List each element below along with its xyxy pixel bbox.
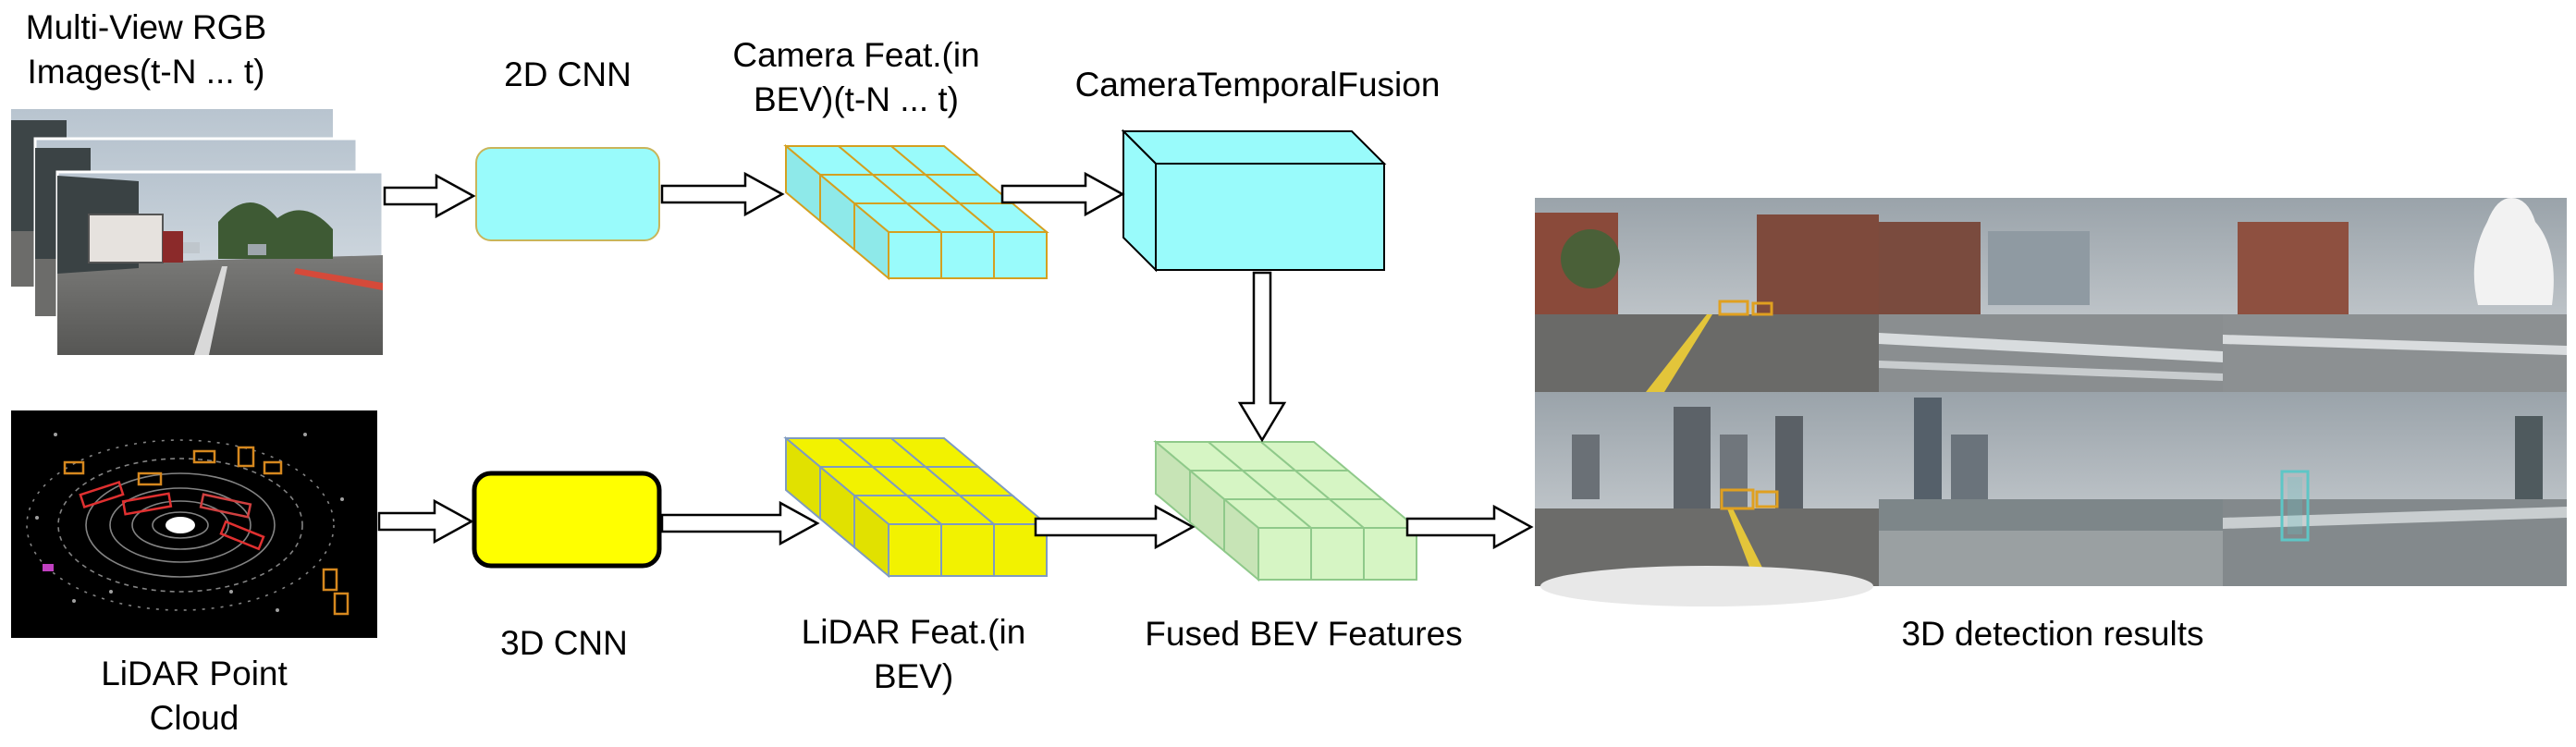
camera-view-back-left	[1535, 392, 1879, 606]
cnn-2d-block	[475, 147, 660, 241]
camera-view-back	[1879, 392, 2223, 586]
rgb-images-label-line-2: Images(t-N ... t)	[27, 53, 265, 91]
rgb-image-stack	[11, 109, 385, 357]
arrow-3d-cnn-to-lidar-feat	[660, 500, 820, 546]
tensor-front-cell	[1310, 527, 1365, 581]
rgb-images-label: Multi-View RGB Images(t-N ... t)	[0, 6, 294, 94]
arrow-fusion-to-fused-bev	[1237, 271, 1287, 443]
camera-feat-tensor	[783, 143, 1049, 281]
arrow-images-to-2d-cnn	[383, 173, 476, 219]
lidar-cloud-label-line-2: Cloud	[149, 699, 239, 737]
rgb-image-front	[55, 170, 385, 357]
tensor-front-cell	[993, 523, 1048, 577]
camera-view-front	[1879, 198, 2223, 392]
camera-temporal-fusion-label: CameraTemporalFusion	[1036, 63, 1479, 107]
lidar-feat-label-line-1: LiDAR Feat.(in	[801, 613, 1026, 651]
camera-view-front-left	[1535, 198, 1879, 392]
camera-temporal-fusion-label-text: CameraTemporalFusion	[1074, 66, 1441, 104]
fused-bev-tensor	[1153, 439, 1419, 582]
cnn-2d-label-text: 2D CNN	[504, 55, 632, 93]
tensor-front-cell	[940, 231, 995, 279]
tensor-front-cell	[1363, 527, 1417, 581]
tensor-front-cell	[940, 523, 995, 577]
lidar-point-cloud	[11, 410, 377, 638]
tensor-side-cell	[1223, 496, 1259, 582]
camera-feat-label: Camera Feat.(in BEV)(t-N ... t)	[699, 33, 1013, 122]
camera-temporal-fusion-block	[1121, 129, 1387, 273]
detection-results-label-text: 3D detection results	[1901, 615, 2204, 653]
lidar-feat-label-line-2: BEV)	[873, 657, 954, 695]
arrow-fused-bev-to-detection	[1405, 504, 1534, 550]
arrow-lidar-to-3d-cnn	[377, 498, 474, 545]
arrow-2d-cnn-to-camera-feat	[660, 171, 785, 217]
cnn-3d-label-text: 3D CNN	[500, 624, 628, 662]
detection-results-label: 3D detection results	[1822, 612, 2284, 656]
arrow-lidar-feat-to-fused-bev	[1034, 504, 1196, 550]
lidar-feat-tensor	[783, 435, 1049, 579]
rgb-images-label-line-1: Multi-View RGB	[25, 8, 267, 46]
tensor-side-cell	[853, 493, 889, 579]
camera-view-back-right	[2223, 392, 2567, 586]
flow-arrows	[377, 171, 1534, 550]
detection-results-grid	[1535, 198, 2567, 606]
tensor-front-cell	[888, 523, 942, 577]
fused-bev-label-text: Fused BEV Features	[1145, 615, 1463, 653]
cnn-2d-label: 2D CNN	[429, 53, 706, 97]
camera-feat-label-line-2: BEV)(t-N ... t)	[754, 80, 959, 118]
arrow-camera-feat-to-fusion	[1000, 171, 1125, 217]
cnn-3d-block	[472, 471, 662, 569]
lidar-cloud-label: LiDAR Point Cloud	[55, 652, 333, 741]
tensor-front-cell	[888, 231, 942, 279]
tensor-front-cell	[993, 231, 1048, 279]
lidar-feat-label: LiDAR Feat.(in BEV)	[775, 610, 1052, 699]
cnn-3d-label: 3D CNN	[425, 621, 703, 666]
lidar-cloud-label-line-1: LiDAR Point	[101, 655, 288, 692]
camera-feat-label-line-1: Camera Feat.(in	[732, 36, 980, 74]
tensor-side-cell	[853, 201, 889, 281]
fused-bev-label: Fused BEV Features	[1091, 612, 1516, 656]
tensor-front-cell	[1257, 527, 1312, 581]
camera-view-front-right	[2223, 198, 2567, 392]
